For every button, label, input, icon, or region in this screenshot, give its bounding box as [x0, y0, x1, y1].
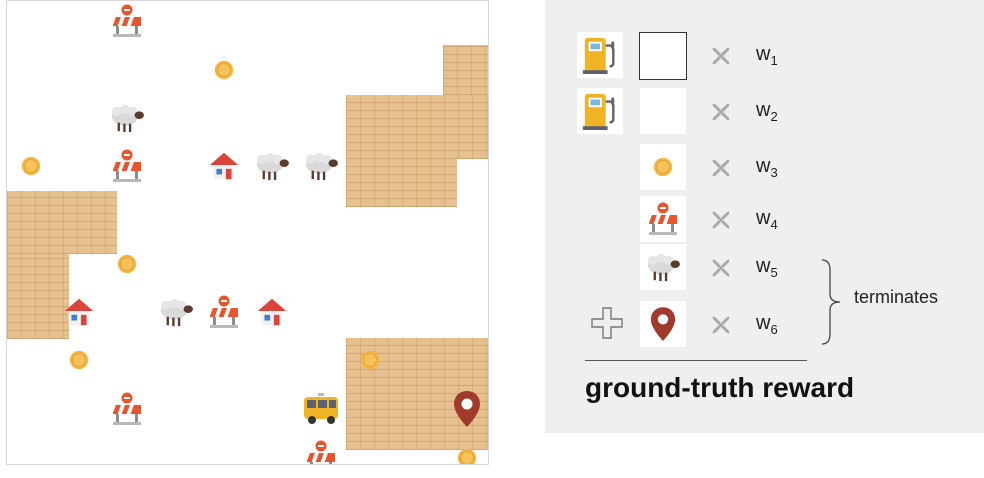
gridworld-map — [6, 0, 489, 465]
reward-legend-panel: w1 w2 w3 w4 w5 w6 terminates groun — [545, 0, 984, 433]
road-barrier-icon — [103, 385, 151, 433]
map-pin-icon — [640, 301, 686, 347]
van-icon — [297, 385, 345, 433]
weight-label: w2 — [756, 99, 778, 124]
coin-icon — [346, 336, 394, 384]
sheep-icon — [152, 288, 200, 336]
house-icon — [55, 288, 103, 336]
brick-wall — [443, 45, 489, 95]
house-icon — [248, 288, 296, 336]
coin-icon — [55, 336, 103, 384]
legend-title: ground-truth reward — [585, 372, 854, 404]
legend-row: w4 — [545, 196, 984, 244]
weight-label: w3 — [756, 155, 778, 180]
road-barrier-icon — [103, 0, 151, 45]
road-barrier-icon — [297, 433, 345, 465]
coin-icon — [200, 46, 248, 94]
weight-label: w4 — [756, 207, 778, 232]
multiply-icon — [709, 44, 733, 68]
brick-wall — [346, 159, 457, 207]
weight-label: w1 — [756, 43, 778, 68]
road-barrier-icon — [200, 288, 248, 336]
sheep-icon — [248, 142, 296, 190]
empty-tile — [639, 32, 687, 80]
sum-rule-line — [585, 360, 807, 361]
legend-row: w2 — [545, 88, 984, 136]
legend-row: w1 — [545, 32, 984, 80]
legend-row: w5 — [545, 244, 984, 292]
multiply-icon — [709, 156, 733, 180]
coin-icon — [443, 434, 489, 465]
sheep-icon — [103, 94, 151, 142]
multiply-icon — [709, 100, 733, 124]
weight-label: w5 — [756, 255, 778, 280]
terminates-brace — [820, 258, 846, 346]
map-pin-icon — [443, 385, 489, 433]
sheep-icon — [640, 244, 686, 290]
road-barrier-icon — [103, 142, 151, 190]
fuel-pump-icon — [577, 32, 623, 78]
terminates-label: terminates — [854, 287, 938, 308]
fuel-pump-icon — [577, 88, 623, 134]
coin-icon — [640, 144, 686, 190]
brick-wall-tile — [640, 88, 686, 134]
road-barrier-icon — [640, 196, 686, 242]
weight-label: w6 — [756, 312, 778, 337]
coin-icon — [7, 142, 55, 190]
coin-icon — [103, 240, 151, 288]
legend-row: w3 — [545, 144, 984, 192]
plus-icon — [590, 306, 624, 340]
multiply-icon — [709, 208, 733, 232]
sheep-icon — [297, 142, 345, 190]
multiply-icon — [709, 256, 733, 280]
brick-wall — [7, 191, 117, 254]
house-icon — [200, 142, 248, 190]
multiply-icon — [709, 313, 733, 337]
brick-wall — [346, 95, 489, 159]
